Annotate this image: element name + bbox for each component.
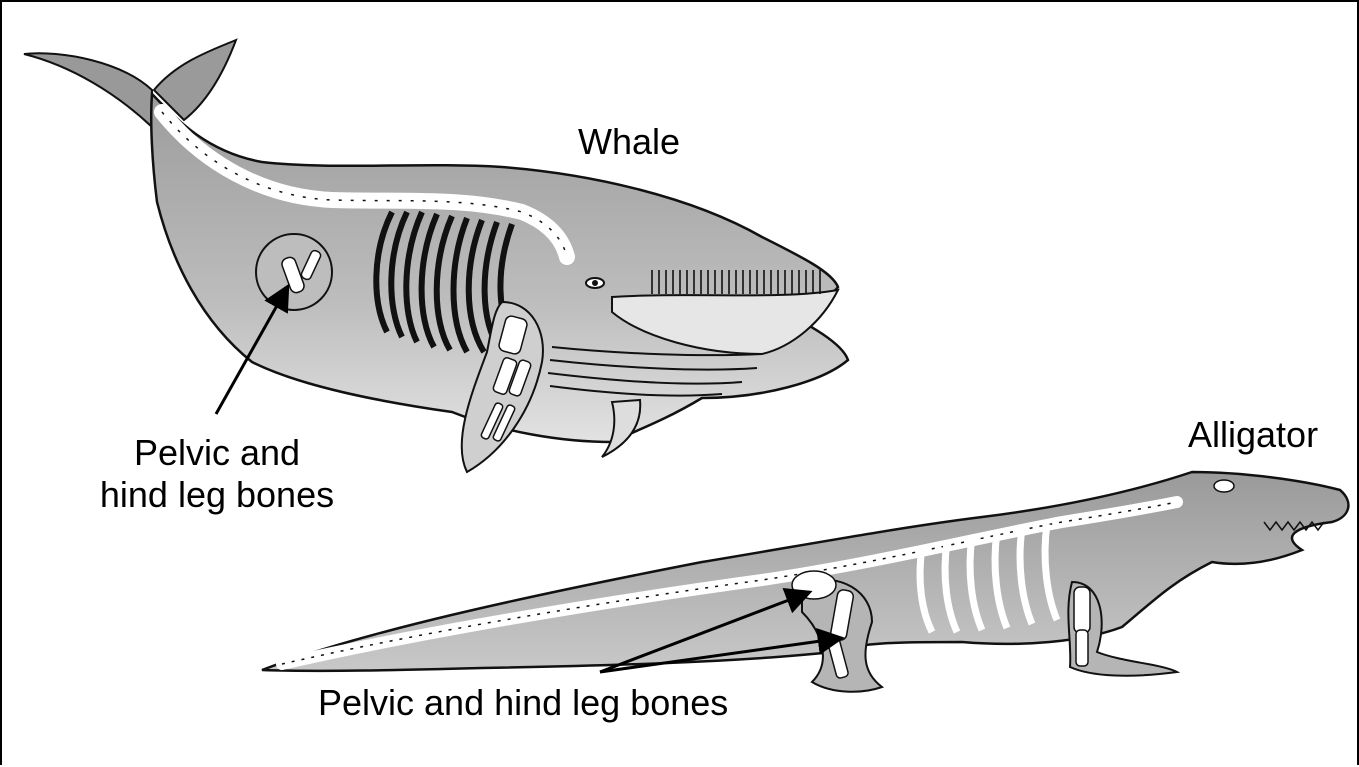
alligator-illustration <box>262 472 1348 692</box>
whale-tail-fluke <box>24 53 152 127</box>
whale-bones-label-line1: Pelvic and <box>72 432 362 474</box>
whale-bones-label: Pelvic and hind leg bones <box>72 432 362 516</box>
whale-bones-label-line2: hind leg bones <box>72 474 362 516</box>
alligator-label: Alligator <box>1188 414 1318 456</box>
whale-illustration <box>24 40 848 472</box>
whale-label: Whale <box>578 121 680 163</box>
alligator-bones-label: Pelvic and hind leg bones <box>318 682 728 724</box>
alligator-front-leg-bones <box>1074 587 1090 666</box>
alligator-eye <box>1214 480 1234 492</box>
